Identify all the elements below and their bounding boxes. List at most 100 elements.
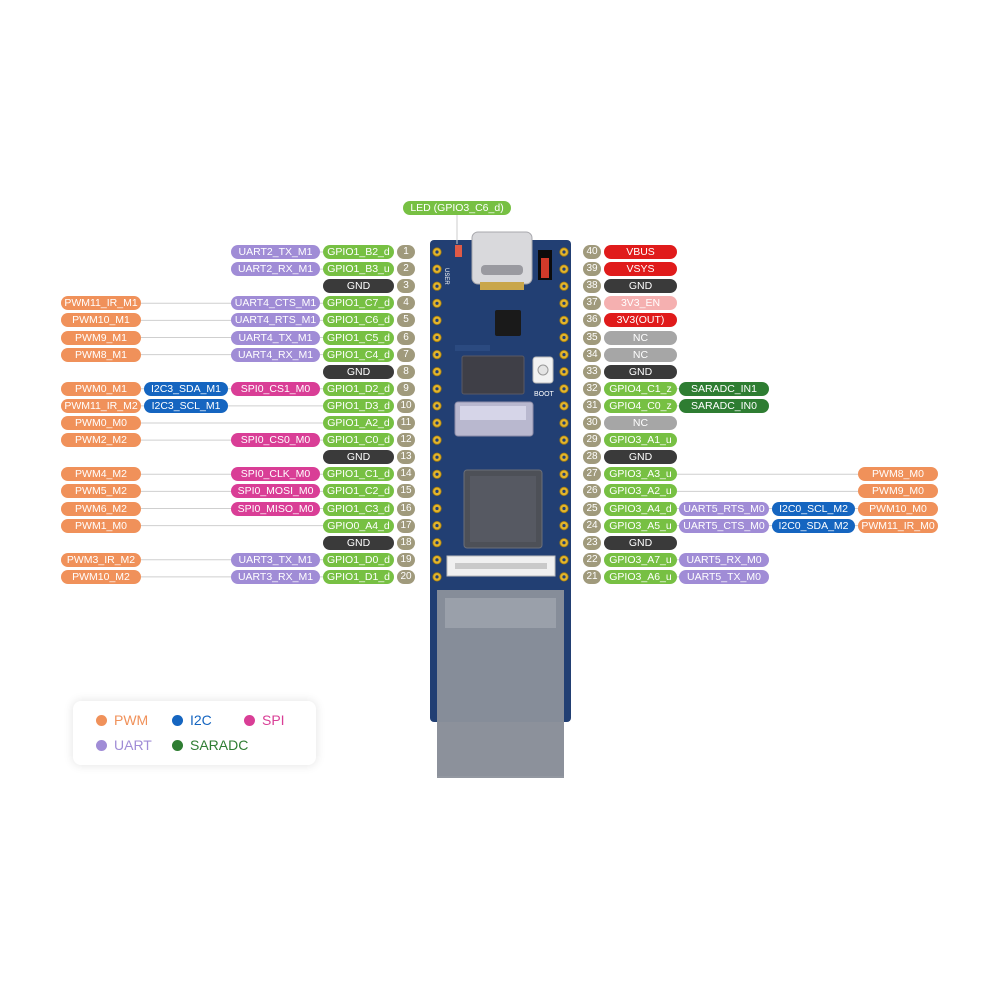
pin-number: 12 [397,433,415,448]
pin-pwm: PWM6_M2 [61,501,141,516]
legend-item-i2c: I2C [172,712,212,728]
pin-pwm: PWM9_M1 [61,330,141,345]
pin-number: 28 [583,450,601,465]
pin-number: 32 [583,381,601,396]
pin-hole [562,250,566,254]
pin-pwm: PWM8_M1 [61,347,141,362]
pin-hole [435,387,439,391]
legend-item-uart: UART [96,737,152,753]
pin-uart: UART4_TX_M1 [231,330,320,345]
pin-gpio: GPIO1_C4_d [323,347,394,362]
pin-spi: SPI0_CS1_M0 [231,381,320,396]
user-led [455,245,462,257]
pin-hole [435,301,439,305]
pin-uart: UART5_CTS_M0 [679,518,769,533]
pin-gpio: GPIO3_A2_u [604,484,677,499]
pin-number: 14 [397,467,415,482]
pin-hole [435,353,439,357]
pin-gpio: GPIO3_A5_u [604,518,677,533]
pin-pwm: PWM0_M1 [61,381,141,396]
pin-gnd: GND [323,279,394,294]
pin-gpio: GPIO1_C3_d [323,501,394,516]
pin-number: 36 [583,313,601,328]
pin-number: 35 [583,330,601,345]
pin-gpio: GPIO1_B2_d [323,245,394,259]
pin-hole [562,301,566,305]
legend-label: SARADC [190,737,249,753]
pin-gnd: GND [323,535,394,550]
pin-gnd: GND [604,364,677,379]
pin-uart: UART2_RX_M1 [231,262,320,277]
pin-gpio: GPIO3_A3_u [604,467,677,482]
legend-dot [244,715,255,726]
pin-number: 27 [583,467,601,482]
pin-gnd: GND [323,450,394,465]
pin-gpio: GPIO1_C1_d [323,467,394,482]
usb-pads [480,282,524,290]
flash-chip [461,355,525,395]
pin-pwm: PWM10_M2 [61,569,141,584]
pin-gpio: GPIO3_A7_u [604,552,677,567]
pin-pwm: PWM4_M2 [61,467,141,482]
pin-hole [562,455,566,459]
pin-uart: UART4_RTS_M1 [231,313,320,328]
pin-uart: UART2_TX_M1 [231,245,320,259]
pin-number: 18 [397,535,415,550]
pin-number: 8 [397,364,415,379]
legend-label: UART [114,737,152,753]
pin-gpio: GPIO1_C0_d [323,433,394,448]
pin-number: 24 [583,518,601,533]
pin-uart: UART4_CTS_M1 [231,296,320,311]
pin-gnd: GND [604,535,677,550]
pin-pwm: PWM9_M0 [858,484,938,499]
usb-c-slot [481,265,523,275]
pin-number: 4 [397,296,415,311]
pin-hole [435,524,439,528]
pin-i2c: I2C0_SCL_M2 [772,501,855,516]
pin-power: 3V3_EN [604,296,677,311]
side-component-mark [541,258,549,278]
pin-hole [435,370,439,374]
pin-number: 21 [583,569,601,584]
pin-hole [435,284,439,288]
pin-gpio: GPIO1_D2_d [323,381,394,396]
pin-hole [435,404,439,408]
pin-gpio: GPIO1_D1_d [323,569,394,584]
pin-hole [435,558,439,562]
pin-number: 9 [397,381,415,396]
pin-number: 16 [397,501,415,516]
pin-hole [435,335,439,340]
pin-uart: UART3_TX_M1 [231,552,320,567]
pin-number: 19 [397,552,415,567]
pin-saradc: SARADC_IN0 [679,398,769,413]
pin-number: 6 [397,330,415,345]
pin-hole [435,421,439,425]
pin-pwm: PWM8_M0 [858,467,938,482]
pin-hole [435,575,439,579]
pin-number: 37 [583,296,601,311]
pin-hole [562,404,566,408]
pin-hole [435,506,439,511]
pin-gpio: GPIO1_D3_d [323,398,394,413]
pin-number: 7 [397,347,415,362]
pin-number: 33 [583,364,601,379]
pin-hole [435,489,439,493]
pin-hole [562,370,566,374]
pin-power: VSYS [604,262,677,277]
pin-gpio: GPIO3_A4_d [604,501,677,516]
pin-gnd: GND [323,364,394,379]
pin-gpio: GPIO4_C1_z [604,381,677,396]
pin-number: 22 [583,552,601,567]
pin-hole [562,284,566,288]
legend-label: I2C [190,712,212,728]
pin-uart: UART5_RX_M0 [679,552,769,567]
pin-hole [435,541,439,545]
pin-pwm: PWM10_M1 [61,313,141,328]
soc-face [470,476,536,542]
pin-power: 3V3(OUT) [604,313,677,328]
pin-pwm: PWM11_IR_M0 [858,518,938,533]
pin-number: 31 [583,398,601,413]
legend-item-pwm: PWM [96,712,148,728]
